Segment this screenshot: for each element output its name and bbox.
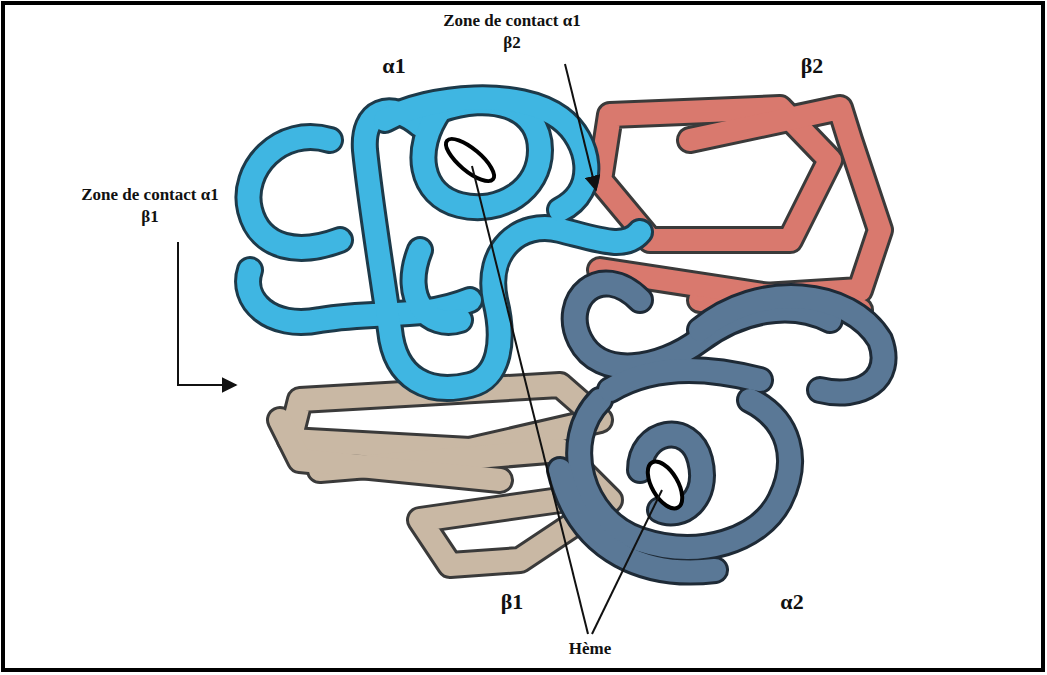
alpha2-chain	[560, 283, 884, 571]
beta2-chain	[600, 108, 880, 310]
leader-arrow	[565, 64, 596, 190]
contact-zone-label: Zone de contact α1 β1	[75, 184, 225, 228]
subunit-label: α2	[780, 588, 803, 617]
subunit-label: β1	[501, 588, 524, 617]
leader-arrow	[178, 242, 236, 385]
heme-group	[440, 132, 500, 187]
heme-group	[641, 456, 690, 514]
subunit-label: α1	[382, 52, 405, 81]
leader-line	[472, 166, 588, 634]
subunit-label: β2	[801, 52, 824, 81]
contact-zone-label: Zone de contact α1 β2	[437, 10, 587, 54]
heme-label: Hème	[569, 638, 611, 660]
leader-line	[592, 490, 662, 634]
frame	[3, 3, 1043, 670]
